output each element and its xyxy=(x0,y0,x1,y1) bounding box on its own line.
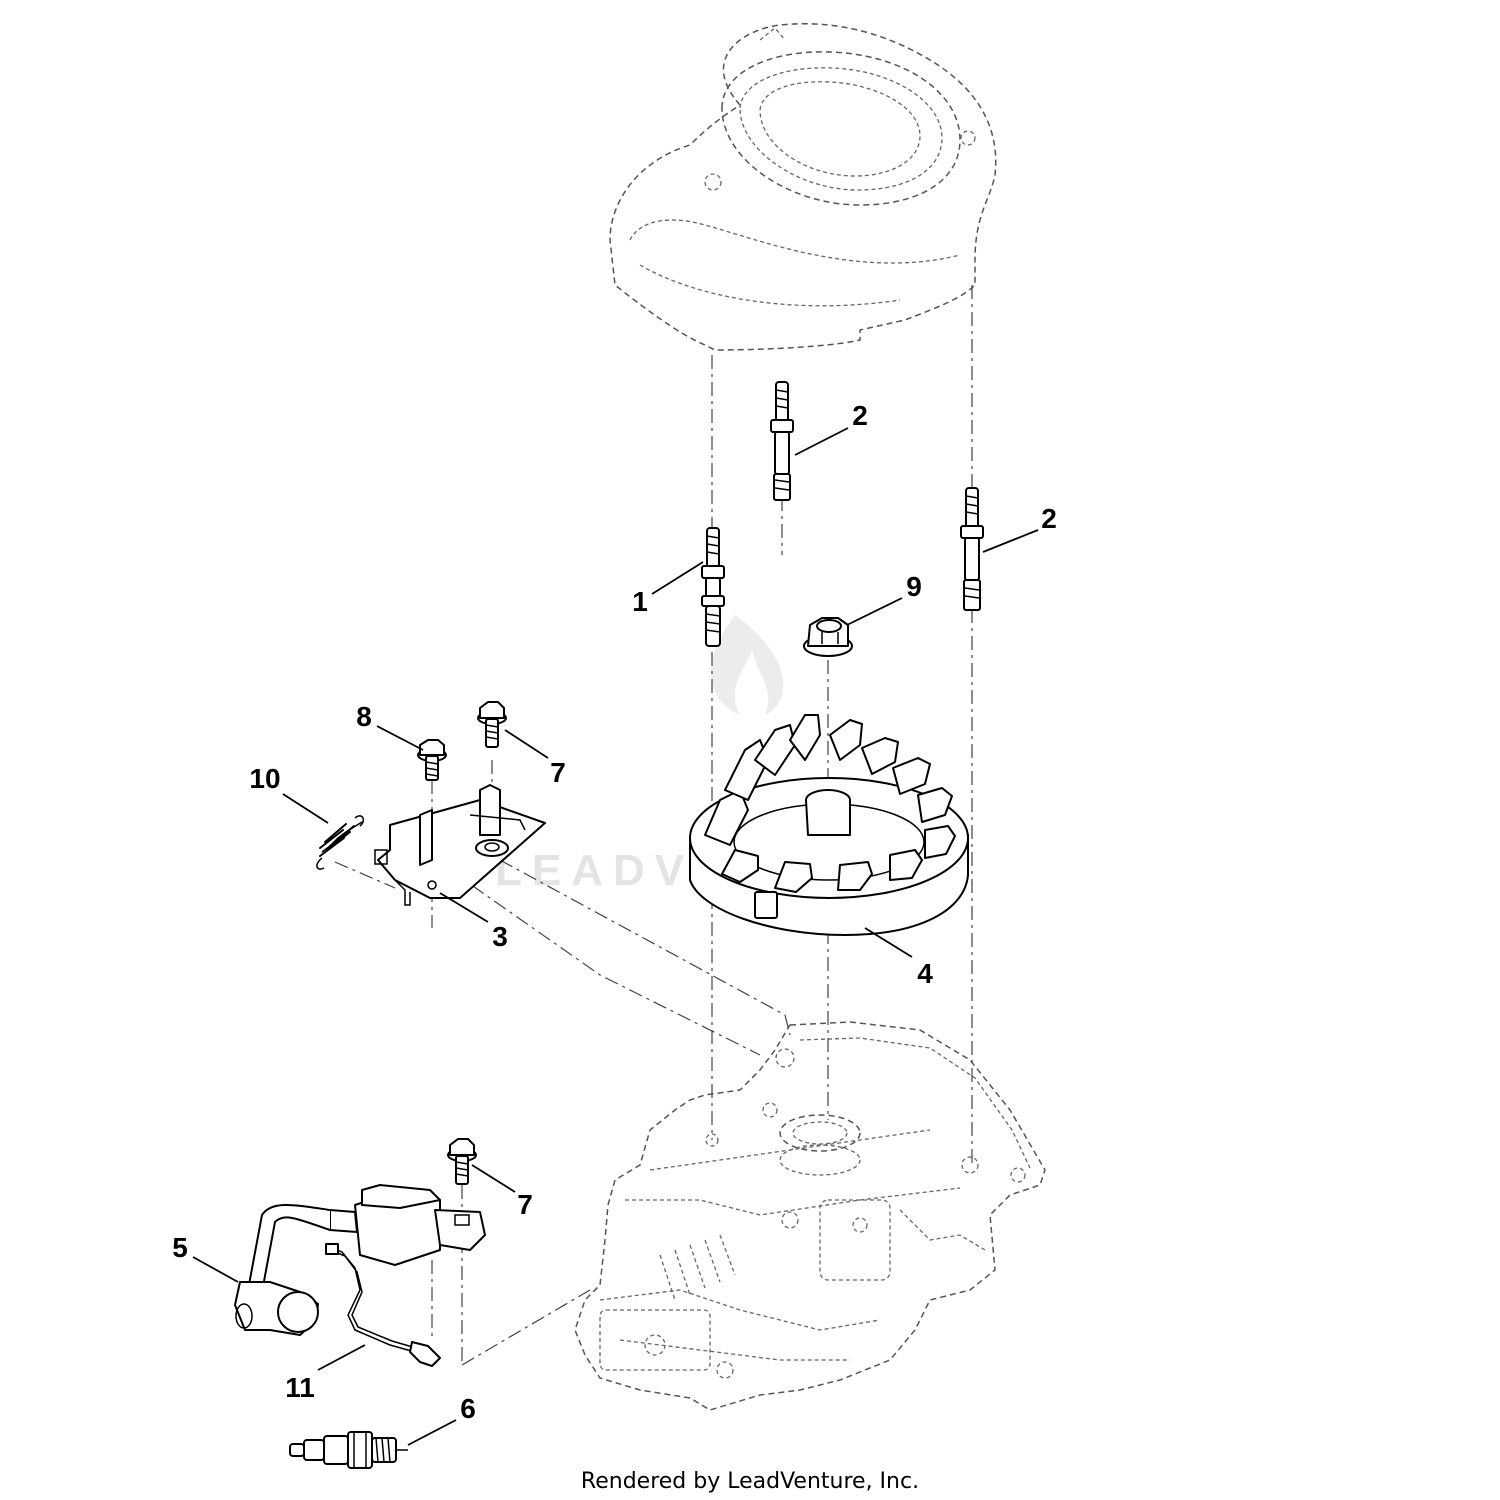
flywheel xyxy=(689,714,969,936)
ignition-coil xyxy=(234,1184,486,1336)
hex-bolt-small xyxy=(417,739,447,781)
spark-plug xyxy=(289,1431,408,1469)
callout-labels: 2 2 1 9 8 7 10 3 4 7 5 11 6 xyxy=(172,400,1057,1424)
hex-bolt-lower xyxy=(447,1138,477,1185)
stud-bolt-long xyxy=(701,527,725,647)
callout-3: 3 xyxy=(492,921,508,952)
hex-bolt-upper xyxy=(477,701,507,748)
ground-wire xyxy=(325,1243,441,1367)
crankcase xyxy=(574,1021,1046,1411)
callout-10: 10 xyxy=(249,763,280,794)
stud-bolt-right xyxy=(960,487,984,611)
callout-2-right: 2 xyxy=(1041,503,1057,534)
callout-4: 4 xyxy=(917,958,933,989)
callout-5: 5 xyxy=(172,1232,188,1263)
leader-lines xyxy=(192,427,1039,1446)
mounting-bracket xyxy=(374,784,546,906)
footer-credit: Rendered by LeadVenture, Inc. xyxy=(581,1469,919,1494)
flange-nut xyxy=(803,617,853,657)
callout-7-upper: 7 xyxy=(550,757,566,788)
stud-bolt-upper xyxy=(770,381,794,501)
tension-spring xyxy=(316,815,365,870)
callout-8: 8 xyxy=(356,701,372,732)
blower-housing xyxy=(609,23,997,351)
callout-9: 9 xyxy=(906,571,922,602)
callout-2-upper: 2 xyxy=(852,400,868,431)
callout-7-lower: 7 xyxy=(517,1189,533,1220)
callout-6: 6 xyxy=(460,1393,476,1424)
callout-1: 1 xyxy=(632,586,648,617)
callout-11: 11 xyxy=(285,1372,315,1403)
